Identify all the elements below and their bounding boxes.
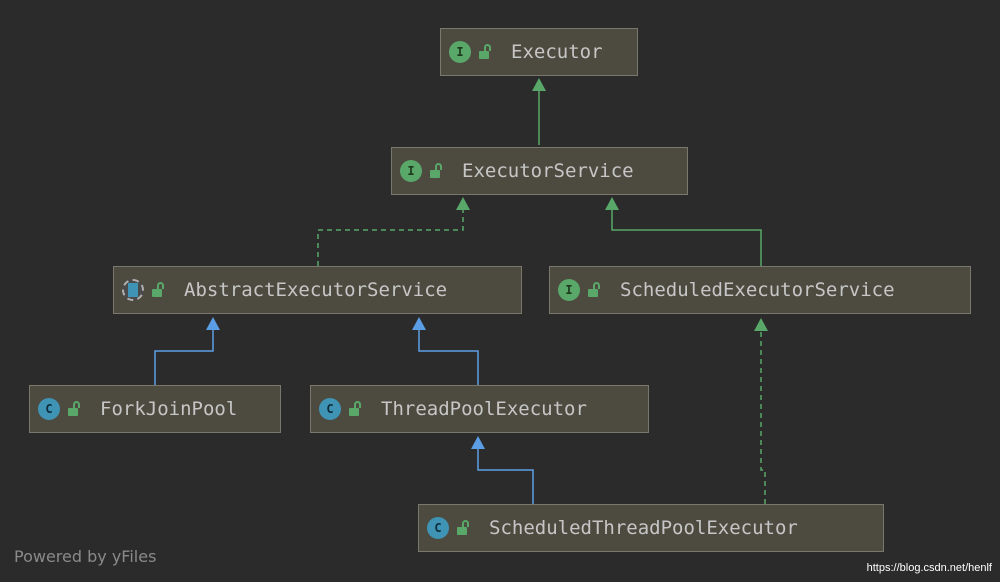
interface-icon: I bbox=[449, 41, 471, 63]
node-scheduled-executor-service[interactable]: I ScheduledExecutorService bbox=[549, 266, 971, 314]
powered-by-label: Powered by yFiles bbox=[14, 547, 157, 566]
node-thread-pool-executor[interactable]: C ThreadPoolExecutor bbox=[310, 385, 649, 433]
node-fork-join-pool[interactable]: C ForkJoinPool bbox=[29, 385, 281, 433]
lock-open-icon bbox=[430, 163, 444, 179]
node-label: ForkJoinPool bbox=[100, 398, 238, 420]
node-label: ScheduledThreadPoolExecutor bbox=[489, 517, 798, 539]
lock-open-icon bbox=[588, 282, 602, 298]
edge-thread-pool-executor-to-abstract-executor-service bbox=[412, 317, 479, 385]
abstract-class-icon bbox=[122, 279, 144, 301]
watermark-url: https://blog.csdn.net/henlf bbox=[866, 562, 992, 574]
interface-icon: I bbox=[400, 160, 422, 182]
node-executor-service[interactable]: I ExecutorService bbox=[391, 147, 688, 195]
lock-open-icon bbox=[349, 401, 363, 417]
lock-open-icon bbox=[68, 401, 82, 417]
edge-scheduled-thread-pool-executor-to-scheduled-executor-service bbox=[754, 318, 768, 504]
node-label: ScheduledExecutorService bbox=[620, 279, 895, 301]
node-scheduled-thread-pool-executor[interactable]: C ScheduledThreadPoolExecutor bbox=[418, 504, 884, 552]
node-executor[interactable]: I Executor bbox=[440, 28, 638, 76]
edge-scheduled-thread-pool-executor-to-thread-pool-executor bbox=[471, 436, 534, 504]
edge-scheduled-executor-service-to-executor-service bbox=[605, 197, 762, 266]
node-label: Executor bbox=[511, 41, 603, 63]
edge-executor-service-to-executor bbox=[532, 78, 546, 145]
edge-abstract-executor-service-to-executor-service bbox=[317, 197, 470, 266]
lock-open-icon bbox=[457, 520, 471, 536]
class-icon: C bbox=[38, 398, 60, 420]
class-icon: C bbox=[319, 398, 341, 420]
node-label: ThreadPoolExecutor bbox=[381, 398, 587, 420]
node-label: ExecutorService bbox=[462, 160, 634, 182]
node-label: AbstractExecutorService bbox=[184, 279, 448, 301]
edge-fork-join-pool-to-abstract-executor-service bbox=[154, 317, 220, 385]
lock-open-icon bbox=[152, 282, 166, 298]
node-abstract-executor-service[interactable]: AbstractExecutorService bbox=[113, 266, 522, 314]
lock-open-icon bbox=[479, 44, 493, 60]
interface-icon: I bbox=[558, 279, 580, 301]
class-icon: C bbox=[427, 517, 449, 539]
